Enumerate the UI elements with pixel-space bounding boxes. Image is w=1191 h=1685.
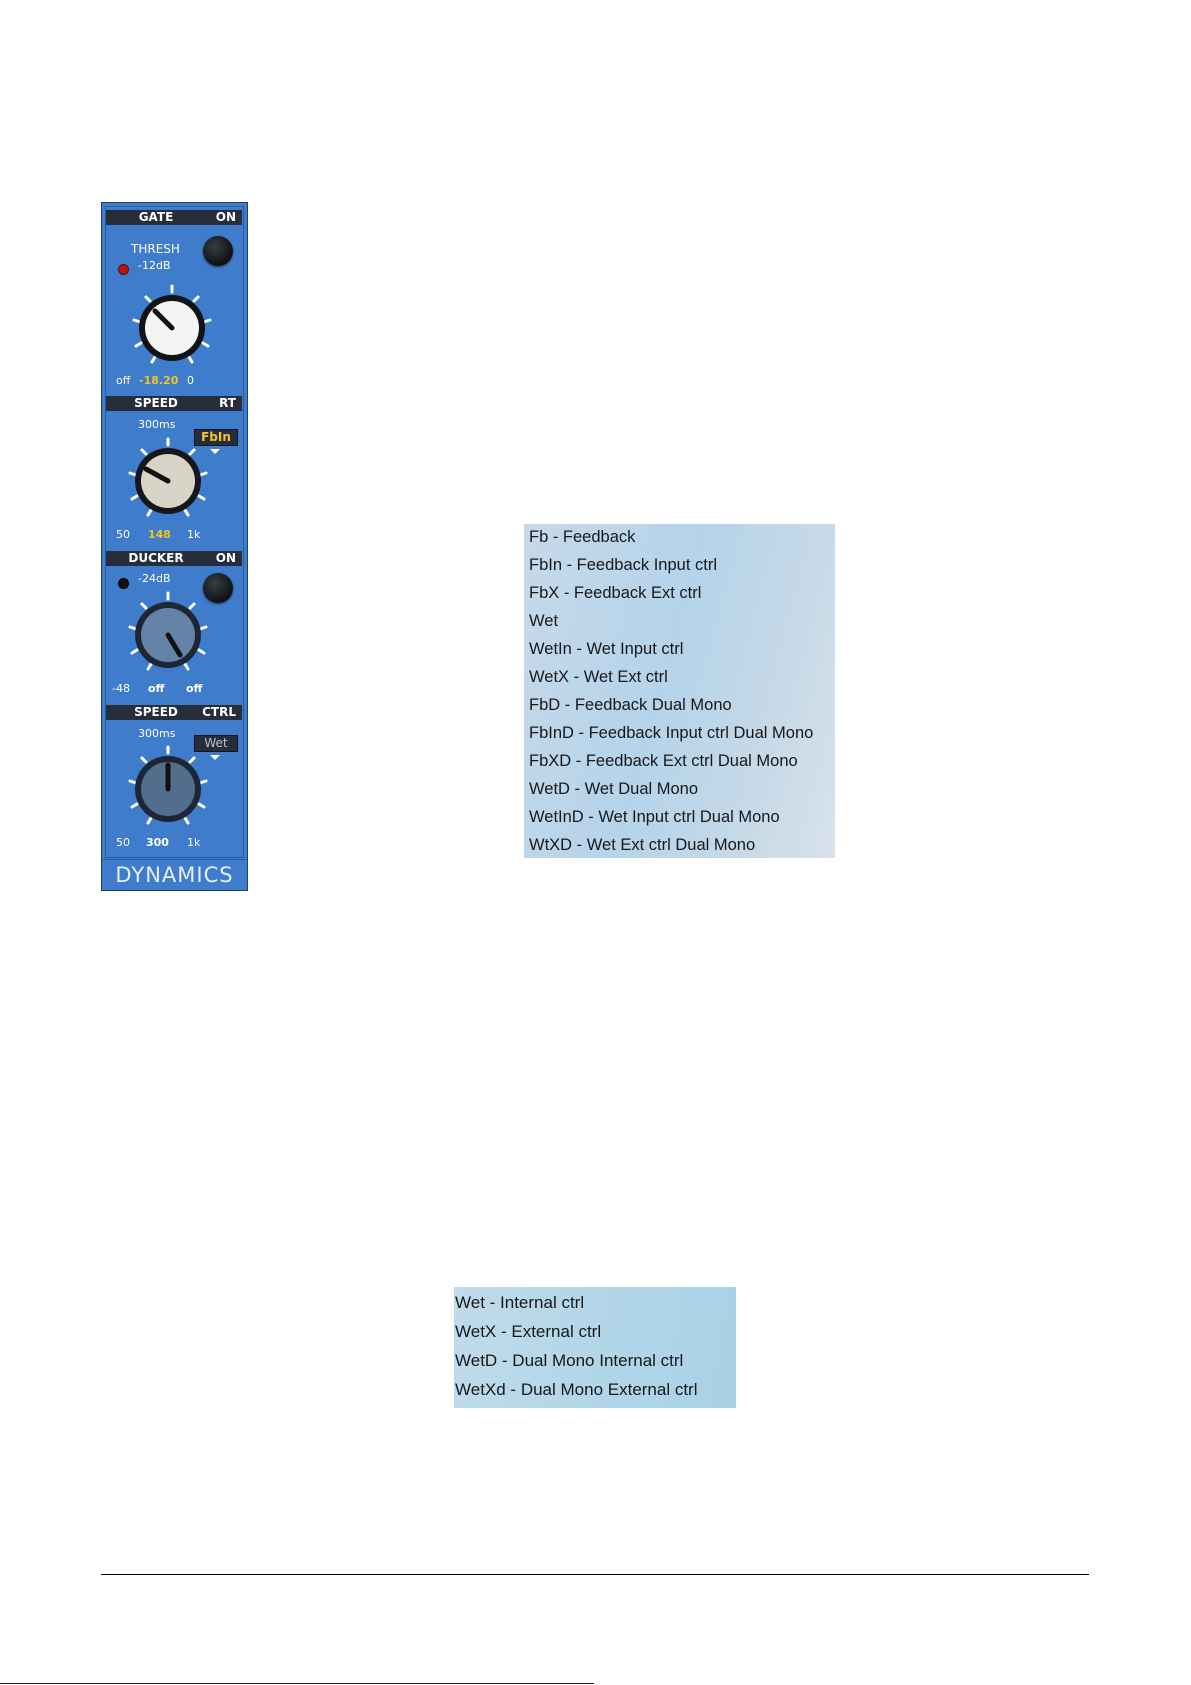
ducker-speed-selector[interactable]: Wet — [194, 735, 238, 752]
ducker-range-label: -24dB — [138, 572, 171, 585]
menu-item[interactable]: FbD - Feedback Dual Mono — [529, 696, 732, 714]
gate-speed-knob[interactable] — [124, 437, 212, 525]
wet-options-menu: Wet - Internal ctrl WetX - External ctrl… — [454, 1287, 736, 1408]
panel-frame — [105, 206, 244, 858]
panel-title: DYNAMICS — [102, 859, 247, 890]
gate-speed-selector[interactable]: FbIn — [194, 429, 238, 446]
dynamics-panel: GATE ON THRESH -12dB off -18.20 0 SPEED … — [101, 202, 248, 891]
menu-item[interactable]: Fb - Feedback — [529, 528, 636, 546]
menu-item[interactable]: WetInD - Wet Input ctrl Dual Mono — [529, 808, 780, 826]
gate-thresh-knob[interactable] — [128, 284, 216, 372]
ducker-scale-min: -48 — [112, 682, 130, 695]
gate-speed-value: 148 — [148, 528, 171, 541]
gate-speed-header-mode: RT — [219, 396, 236, 410]
ducker-speed-header: SPEED CTRL — [106, 705, 242, 720]
menu-item[interactable]: Wet — [529, 612, 559, 630]
ducker-speed-knob[interactable] — [124, 745, 212, 833]
menu-item[interactable]: WetXd - Dual Mono External ctrl — [455, 1380, 698, 1399]
menu-item[interactable]: FbInD - Feedback Input ctrl Dual Mono — [529, 724, 814, 742]
ducker-speed-header-label: SPEED — [134, 705, 178, 719]
menu-item[interactable]: FbXD - Feedback Ext ctrl Dual Mono — [529, 752, 798, 770]
gate-scale-min: off — [116, 374, 131, 387]
ducker-value: off — [148, 682, 165, 695]
gate-led — [118, 264, 129, 275]
menu-item[interactable]: Wet - Internal ctrl — [455, 1293, 585, 1312]
feedback-options-menu: Fb - Feedback FbIn - Feedback Input ctrl… — [524, 524, 835, 858]
ducker-scale-max: off — [186, 682, 203, 695]
chevron-down-icon[interactable] — [210, 449, 220, 454]
menu-item[interactable]: WetX - External ctrl — [455, 1322, 602, 1341]
gate-speed-header: SPEED RT — [106, 396, 242, 411]
ducker-speed-scale-max: 1k — [187, 836, 201, 849]
gate-header-label: GATE — [138, 210, 174, 224]
page-edge-line — [0, 1683, 594, 1684]
gate-value: -18.20 — [139, 374, 179, 387]
gate-speed-header-label: SPEED — [134, 396, 178, 410]
gate-speed-time-label: 300ms — [138, 418, 176, 431]
ducker-header: DUCKER ON — [106, 551, 242, 566]
gate-speed-scale-min: 50 — [116, 528, 130, 541]
ducker-speed-time-label: 300ms — [138, 727, 176, 740]
ducker-header-label: DUCKER — [128, 551, 184, 565]
menu-item[interactable]: WetD - Dual Mono Internal ctrl — [455, 1351, 684, 1370]
ducker-knob[interactable] — [124, 591, 212, 679]
gate-speed-scale-max: 1k — [187, 528, 201, 541]
menu-item[interactable]: WetD - Wet Dual Mono — [529, 780, 699, 798]
menu-item[interactable]: WtXD - Wet Ext ctrl Dual Mono — [529, 836, 756, 854]
ducker-speed-scale-min: 50 — [116, 836, 130, 849]
thresh-label: THRESH — [131, 242, 180, 256]
gate-header: GATE ON — [106, 210, 242, 225]
ducker-speed-value: 300 — [146, 836, 169, 849]
menu-item[interactable]: WetX - Wet Ext ctrl — [529, 668, 668, 686]
gate-header-state: ON — [215, 210, 236, 224]
chevron-down-icon[interactable] — [210, 755, 220, 760]
ducker-header-state: ON — [215, 551, 236, 565]
ducker-speed-header-mode: CTRL — [202, 705, 236, 719]
menu-item[interactable]: FbIn - Feedback Input ctrl — [529, 556, 718, 574]
menu-item[interactable]: WetIn - Wet Input ctrl — [529, 640, 684, 658]
menu-item[interactable]: FbX - Feedback Ext ctrl — [529, 584, 702, 602]
ducker-on-button[interactable] — [203, 573, 233, 603]
ducker-led — [118, 578, 129, 589]
gate-range-label: -12dB — [138, 259, 171, 272]
gate-scale-max: 0 — [187, 374, 194, 387]
footer-divider — [101, 1574, 1089, 1575]
gate-on-button[interactable] — [203, 236, 233, 266]
